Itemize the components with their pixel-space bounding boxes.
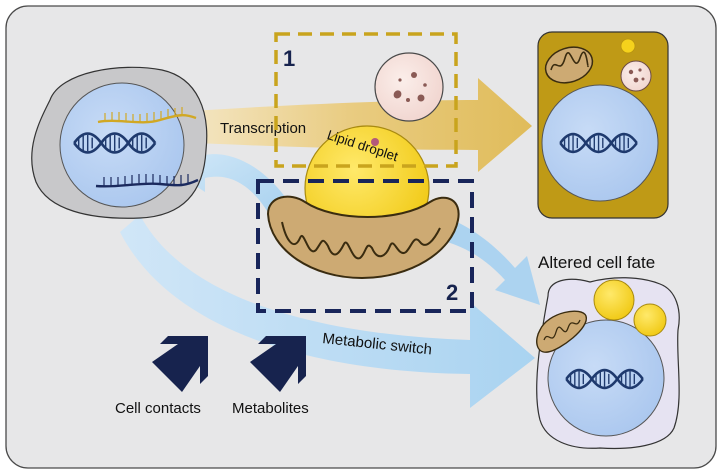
- mito-to-fate-arrow: [432, 215, 540, 305]
- mitochondrion-icon: [266, 195, 460, 280]
- metabolic-switch-arrow: [120, 215, 535, 408]
- highlight-box-2: [256, 179, 474, 313]
- transcription-arrow: [175, 78, 532, 172]
- lipid-1-icon: [593, 279, 635, 321]
- source-cell: [31, 66, 208, 219]
- highlight-box-1: [274, 32, 458, 168]
- gold-cell-nucleus: [541, 84, 659, 202]
- box-2-number: 2: [446, 280, 458, 305]
- small-mitochondrion-icon: [544, 46, 594, 84]
- altered-cell: [536, 277, 680, 450]
- small-lipid-icon: [620, 38, 636, 54]
- altered-cell-nucleus: [547, 319, 665, 437]
- altered-mitochondrion-icon: [536, 310, 587, 353]
- rna-strand-navy-icon: [95, 174, 199, 188]
- box-1-number: 1: [283, 46, 295, 71]
- metabolites-label: Metabolites: [232, 400, 309, 417]
- metabolites-arrow-icon: [250, 336, 306, 392]
- altered-cell-fate-label: Altered cell fate: [538, 253, 655, 272]
- transcription-label: Transcription: [220, 120, 306, 137]
- lipid-2-icon: [633, 303, 667, 337]
- cell-contacts-label: Cell contacts: [115, 400, 201, 417]
- rna-strand-gold-icon: [97, 107, 197, 124]
- small-vesicle-icon: [620, 60, 652, 92]
- vesicle-icon: [374, 52, 444, 122]
- cell-contacts-arrow-icon: [152, 336, 208, 392]
- gold-cell: [537, 31, 669, 219]
